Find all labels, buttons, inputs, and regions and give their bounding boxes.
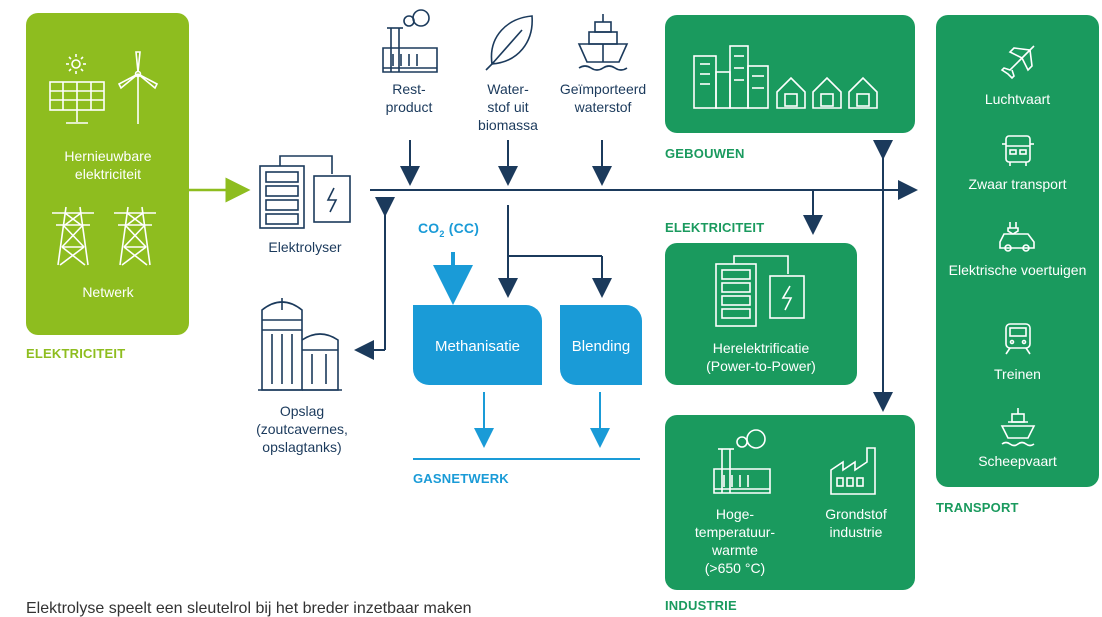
storage-label: Opslag (zoutcavernes, opslagtanks) [256, 403, 348, 455]
transport-title: TRANSPORT [936, 500, 1019, 515]
electricity-right-title: ELEKTRICITEIT [665, 220, 765, 235]
electricity-section-title: ELEKTRICITEIT [26, 346, 126, 361]
pylon-icon [114, 206, 156, 266]
industry-panel [665, 415, 915, 590]
train-icon [1005, 323, 1031, 355]
factory-icon [713, 429, 771, 494]
electrolyser-label: Elektrolyser [268, 239, 342, 255]
ship-icon [1000, 408, 1036, 447]
ship-icon [577, 14, 629, 71]
renewable-electricity-label: Hernieuwbare elektriciteit [64, 148, 152, 182]
hydrogen-biomass-label: Water- stof uit biomassa [478, 81, 538, 133]
industrial-plant-icon [830, 447, 876, 495]
leaf-icon [485, 15, 533, 71]
electric-car-icon [999, 222, 1035, 252]
house-icon [848, 76, 878, 109]
blending-label: Blending [571, 338, 631, 355]
gas-network-title: GASNETWERK [413, 471, 509, 486]
battery-icon [715, 255, 805, 327]
repower-label: Herelektrificatie (Power-to-Power) [706, 340, 816, 374]
transport-item-aviation: Luchtvaart [984, 91, 1051, 107]
buildings-title: GEBOUWEN [665, 146, 745, 161]
house-icon [776, 76, 806, 109]
city-buildings-icon [693, 45, 769, 109]
repower-panel [665, 243, 857, 385]
house-icon [812, 76, 842, 109]
pylon-icon [52, 206, 94, 266]
transport-item-heavy: Zwaar transport [968, 176, 1067, 192]
electrolyser-icon [259, 155, 351, 229]
solar-panel-icon [49, 81, 105, 124]
electricity-source-panel [26, 13, 189, 335]
industry-title: INDUSTRIE [665, 598, 737, 613]
transport-item-shipping: Scheepvaart [978, 453, 1057, 469]
methanation-label: Methanisatie [434, 338, 521, 355]
truck-icon [1002, 135, 1034, 166]
airplane-icon [1000, 45, 1035, 80]
factory-icon [382, 9, 438, 73]
methanation-box [413, 305, 542, 385]
high-temp-heat-label: Hoge- temperatuur- warmte (>650 °C) [694, 506, 776, 576]
rest-product-label: Rest- product [385, 81, 433, 115]
co2-label: CO2 (CC) [418, 220, 480, 239]
network-label: Netwerk [82, 284, 134, 300]
wind-turbine-icon [117, 51, 159, 124]
imported-hydrogen-label: Geïmporteerd waterstof [559, 81, 647, 115]
caption-clip: Elektrolyse speelt een sleutelrol bij he… [26, 600, 626, 617]
transport-item-ev: Elektrische voertuigen [948, 262, 1087, 278]
transport-item-trains: Treinen [994, 366, 1041, 382]
storage-tanks-icon [258, 298, 342, 391]
feedstock-industry-label: Grondstof industrie [825, 506, 887, 540]
blending-box [560, 305, 642, 385]
sun-icon [66, 54, 86, 74]
caption-text: Elektrolyse speelt een sleutelrol bij he… [26, 600, 472, 617]
